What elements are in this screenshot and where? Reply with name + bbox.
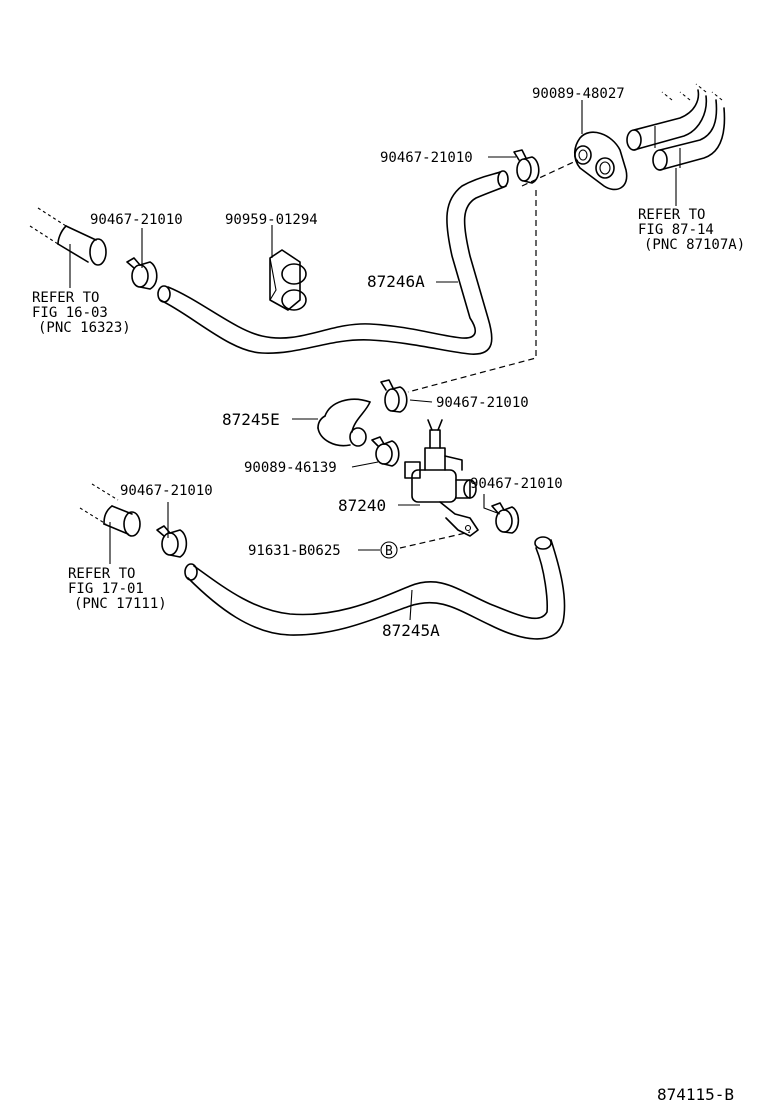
pipe-upper-left [29,207,107,266]
hose-upper [157,170,509,355]
label-gasket-mid: 90089-46139 [244,460,337,476]
label-hose-upper: 87246A [367,272,425,291]
clamp-upper [269,249,307,311]
water-valve [404,419,479,537]
label-clip-upper-left: 90467-21010 [90,212,183,228]
ref-upper-right-3: (PNC 87107A) [644,237,745,253]
clip-top-right [513,149,540,184]
ref-lower-left-1: REFER TO [68,566,135,582]
ref-lower-left-2: FIG 17-01 [68,581,144,597]
label-clip-lower-left: 90467-21010 [120,483,213,499]
ref-upper-left-1: REFER TO [32,290,99,306]
label-hose-short: 87245E [222,410,280,429]
label-clamp-upper: 90959-01294 [225,212,318,228]
pipe-lower-left [79,483,141,537]
clip-mid [380,379,408,413]
ref-upper-right-1: REFER TO [638,207,705,223]
gasket-mid [371,436,400,467]
bolt-marker: B [380,541,398,559]
label-hose-lower: 87245A [382,621,440,640]
dashed-guide-valve [407,190,537,393]
clip-valve-right [491,502,520,534]
clip-upper-left [126,257,158,290]
clip-lower-left [156,525,188,558]
heater-flange [573,131,628,191]
heater-pipes [626,83,726,171]
label-bolt: 91631-B0625 [248,543,341,559]
label-clip-valve-right: 90467-21010 [470,476,563,492]
label-gasket-top: 90089-48027 [532,86,625,102]
bolt-marker-letter: B [385,544,393,559]
hose-short [317,398,371,447]
dashed-guide-bolt [399,531,471,549]
ref-upper-left-3: (PNC 16323) [38,320,131,336]
ref-upper-left-2: FIG 16-03 [32,305,108,321]
leader-lines [69,100,677,621]
ref-upper-right-2: FIG 87-14 [638,222,714,238]
hose-lower [184,536,566,640]
dashed-guide-flange [521,159,579,187]
figure-id: 874115-B [657,1085,734,1104]
label-clip-mid: 90467-21010 [436,395,529,411]
label-valve: 87240 [338,496,386,515]
ref-lower-left-3: (PNC 17111) [74,596,167,612]
label-clip-top-right: 90467-21010 [380,150,473,166]
